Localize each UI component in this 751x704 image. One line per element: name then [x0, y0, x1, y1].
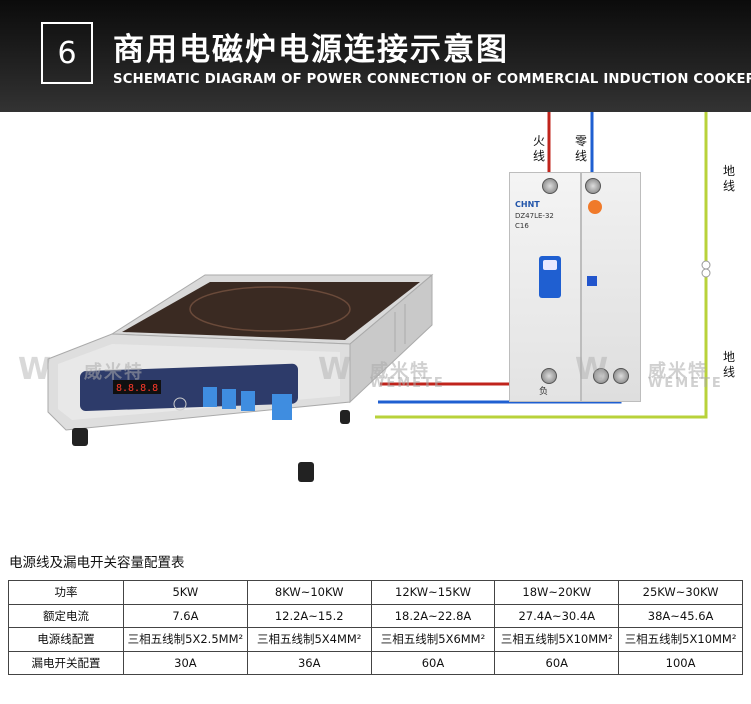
test-button	[588, 200, 602, 214]
table-cell: 7.6A	[123, 603, 248, 628]
table-cell: 25KW~30KW	[618, 580, 743, 605]
terminal-screw	[593, 368, 609, 384]
watermark-text-en: WEMETE	[370, 376, 445, 391]
induction-cooker: 8.8.8.8	[47, 273, 434, 482]
watermark-text: 威米特	[84, 362, 144, 383]
bottom-ground-label: 地线	[722, 350, 735, 379]
row-header-cell: 漏电开关配置	[8, 650, 124, 675]
section-number: 6	[41, 22, 93, 84]
connection-diagram: 8.8.8.8 火线 零线 地线 火线 零线 地线 CHNT DZ47LE-32…	[0, 112, 751, 532]
table-cell: 100A	[618, 650, 743, 675]
wiring-illustration: 8.8.8.8	[47, 112, 711, 482]
ground-wire	[375, 112, 708, 419]
terminal-screw	[542, 178, 558, 194]
watermark-logo-icon: W	[318, 352, 352, 387]
table-cell: 38A~45.6A	[618, 603, 743, 628]
ground-wire-connector	[701, 260, 711, 270]
svg-text:8.8.8.8: 8.8.8.8	[116, 383, 158, 394]
terminal-screw	[541, 368, 557, 384]
table-cell: 27.4A~30.4A	[494, 603, 620, 628]
live-wire-label: 火线	[532, 134, 545, 163]
toggle-label	[543, 260, 557, 270]
neutral-wire-label: 零线	[574, 134, 587, 163]
leakage-circuit-breaker: CHNT DZ47LE-32 C16 负	[509, 162, 641, 402]
table-cell: 36A	[246, 650, 372, 675]
watermark-text: 威米特	[370, 361, 430, 382]
table-cell: 5KW	[123, 580, 248, 605]
breaker-brand: CHNT	[515, 200, 540, 209]
page-header: 6 商用电磁炉电源连接示意图 SCHEMATIC DIAGRAM OF POWE…	[0, 0, 751, 112]
watermark-logo-icon: W	[18, 352, 52, 387]
table-cell: 8KW~10KW	[246, 580, 372, 605]
breaker-rating: C16	[515, 222, 529, 230]
row-header-cell: 电源线配置	[8, 627, 124, 652]
page-title: 商用电磁炉电源连接示意图	[113, 32, 509, 68]
table-cell: 60A	[370, 650, 496, 675]
table-cell: 三相五线制5X10MM²	[618, 627, 743, 652]
table-title: 电源线及漏电开关容量配置表	[9, 555, 185, 571]
watermark-logo-icon: W	[575, 352, 609, 387]
breaker-bottom-text: 负	[539, 387, 549, 397]
row-header-cell: 额定电流	[8, 603, 124, 628]
table-cell: 三相五线制5X6MM²	[370, 627, 496, 652]
table-cell: 18.2A~22.8A	[370, 603, 496, 628]
page-subtitle: SCHEMATIC DIAGRAM OF POWER CONNECTION OF…	[113, 72, 751, 87]
table-cell: 12.2A~15.2	[246, 603, 372, 628]
table-cell: 三相五线制5X2.5MM²	[123, 627, 248, 652]
table-cell: 12KW~15KW	[370, 580, 496, 605]
watermark-text-en: WEMETE	[648, 376, 723, 391]
table-cell: 30A	[123, 650, 248, 675]
terminal-screw	[585, 178, 601, 194]
table-cell: 三相五线制5X10MM²	[494, 627, 620, 652]
breaker-indicator	[587, 276, 597, 286]
row-header-cell: 功率	[8, 580, 124, 605]
terminal-screw	[613, 368, 629, 384]
table-cell: 三相五线制5X4MM²	[246, 627, 372, 652]
breaker-model: DZ47LE-32	[515, 212, 554, 220]
ground-wire-connector	[701, 268, 711, 278]
table-cell: 60A	[494, 650, 620, 675]
watermark-text: 威米特	[648, 361, 708, 382]
table-cell: 18W~20KW	[494, 580, 620, 605]
ground-wire-label: 地线	[722, 164, 735, 193]
